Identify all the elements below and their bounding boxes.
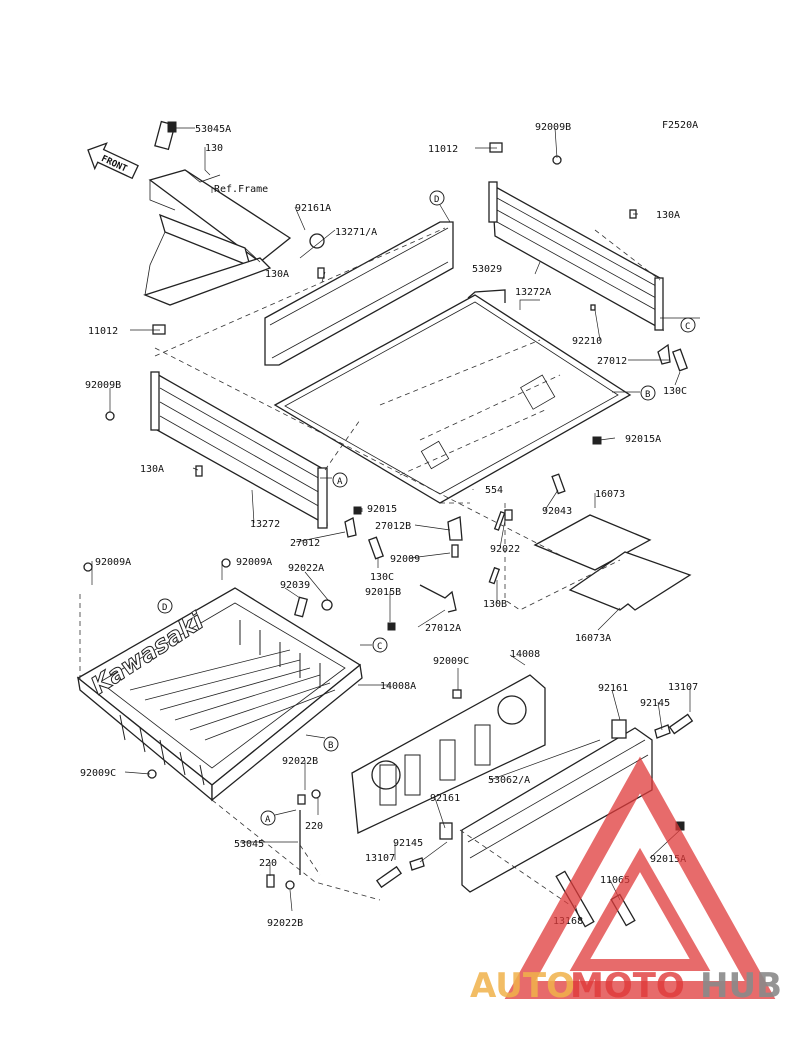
callout-92022A: 92022A: [288, 563, 324, 574]
watermark-triangle-icon: [504, 756, 776, 999]
callout-92145-1: 92145: [640, 698, 670, 709]
svg-text:A: A: [337, 477, 343, 487]
callout-92015B: 92015B: [365, 587, 401, 598]
callout-13107-2: 13107: [365, 853, 395, 864]
side-panel-13271: [264, 221, 454, 366]
callout-92161-1: 92161: [598, 683, 628, 694]
callout-53062A: 53062/A: [488, 775, 530, 786]
callout-92210: 92210: [572, 336, 602, 347]
callout-92009B-2: 92009B: [85, 380, 121, 391]
callout-13271A: 13271/A: [335, 227, 377, 238]
callout-53029: 53029: [472, 264, 502, 275]
callout-92039: 92039: [280, 580, 310, 591]
front-arrow-icon: FRONT: [87, 142, 139, 180]
callout-16073A: 16073A: [575, 633, 611, 644]
callout-11012-2: 11012: [88, 326, 118, 337]
callout-92009C-2: 92009C: [80, 768, 116, 779]
callout-53045A: 53045A: [195, 124, 231, 135]
callout-130A-3: 130A: [140, 464, 164, 475]
svg-text:HUB: HUB: [700, 966, 782, 1006]
callout-16073: 16073: [595, 489, 625, 500]
callout-13107-1: 13107: [668, 682, 698, 693]
frame-reference-part: [143, 120, 325, 306]
callout-92009C-1: 92009C: [433, 656, 469, 667]
ref-circle-C-upper: [680, 317, 696, 333]
leader-lines: [79, 127, 700, 921]
callout-92022B-2: 92022B: [267, 918, 303, 929]
ref-circle-A-upper: [332, 472, 348, 488]
fasteners: [83, 142, 689, 890]
ref-circle-D-upper: [429, 190, 445, 206]
mat-16073: [533, 514, 692, 611]
callout-130B: 130B: [483, 599, 507, 610]
ref-frame-label: Ref.Frame: [214, 184, 268, 195]
callout-130A-2: 130A: [656, 210, 680, 221]
callout-92015A-1: 92015A: [625, 434, 661, 445]
watermark-text: AUTO MOTO HUB: [470, 966, 782, 1006]
callout-14008: 14008: [510, 649, 540, 660]
ref-circle-A-lower: [260, 810, 276, 826]
callout-92009-1: 92009: [390, 554, 420, 565]
callout-130C-2: 130C: [370, 572, 394, 583]
callout-92022: 92022: [490, 544, 520, 555]
bed-liner-14008A: Kawasaki: [76, 587, 363, 802]
watermark-logo: AUTO MOTO HUB: [470, 756, 782, 1006]
callout-11065: 11065: [600, 875, 630, 886]
callout-92043: 92043: [542, 506, 572, 517]
svg-text:C: C: [377, 642, 382, 652]
callout-92015A-2: 92015A: [650, 854, 686, 865]
ref-circle-B-upper: [640, 385, 656, 401]
svg-text:A: A: [265, 815, 271, 825]
callout-92009A-2: 92009A: [236, 557, 272, 568]
floor-plate-53029: [273, 289, 632, 504]
ref-circle-C-lower: [372, 637, 388, 653]
callout-11012-1: 11012: [428, 144, 458, 155]
callout-53045: 53045: [234, 839, 264, 850]
svg-text:B: B: [328, 741, 333, 751]
callout-92022B-1: 92022B: [282, 756, 318, 767]
side-panel-13272A: [488, 181, 664, 332]
callout-92145-2: 92145: [393, 838, 423, 849]
svg-text:D: D: [162, 603, 167, 613]
callout-92161-2: 92161: [430, 793, 460, 804]
callout-220-1: 220: [305, 821, 323, 832]
callout-13272A: 13272A: [515, 287, 551, 298]
side-panel-13272: [150, 371, 328, 529]
svg-text:MOTO: MOTO: [570, 966, 685, 1006]
svg-text:D: D: [434, 195, 439, 205]
callout-92009B-1: 92009B: [535, 122, 571, 133]
figure-code: F2520A: [662, 120, 698, 131]
callout-130C-1: 130C: [663, 386, 687, 397]
callout-220-2: 220: [259, 858, 277, 869]
ref-circle-D-lower: [157, 598, 173, 614]
svg-text:AUTO: AUTO: [470, 966, 575, 1006]
svg-text:C: C: [685, 322, 690, 332]
callout-13272: 13272: [250, 519, 280, 530]
callout-92009A-1: 92009A: [95, 557, 131, 568]
svg-text:B: B: [645, 390, 650, 400]
tailgate-panel-14008: [351, 674, 546, 834]
callout-27012B: 27012B: [375, 521, 411, 532]
callout-92161A: 92161A: [295, 203, 331, 214]
reference-circles: D C B A D C B A: [157, 190, 696, 826]
callout-130A-1: 130A: [265, 269, 289, 280]
callout-130: 130: [205, 143, 223, 154]
callout-27012-2: 27012: [290, 538, 320, 549]
callout-27012-1: 27012: [597, 356, 627, 367]
callout-92015: 92015: [367, 504, 397, 515]
callout-14008A: 14008A: [380, 681, 416, 692]
callout-27012A: 27012A: [425, 623, 461, 634]
ref-circle-B-lower: [323, 736, 339, 752]
callout-554: 554: [485, 485, 503, 496]
